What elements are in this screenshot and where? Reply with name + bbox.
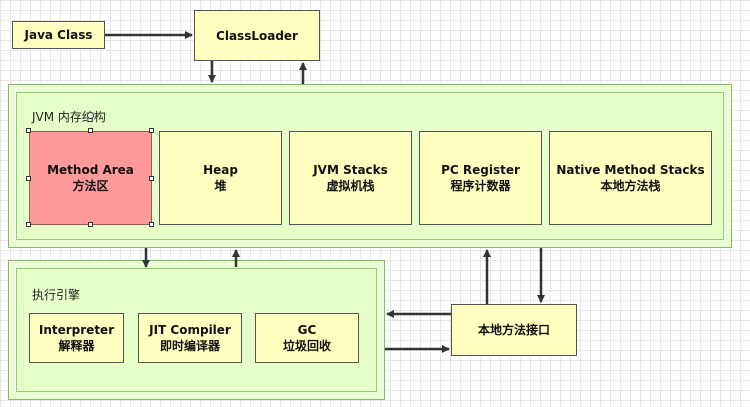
native-method-stacks-en: Native Method Stacks <box>556 163 705 177</box>
native-interface-box[interactable]: 本地方法接口 <box>451 304 577 356</box>
jvm-stacks-en: JVM Stacks <box>313 163 388 177</box>
pc-register-zh: 程序计数器 <box>450 179 511 193</box>
heap-zh: 堆 <box>214 179 227 193</box>
resize-handle-tl[interactable] <box>26 128 31 133</box>
jit-compiler-zh: 即时编译器 <box>159 339 220 353</box>
resize-handle-bm[interactable] <box>88 222 93 227</box>
method-area-box[interactable]: Method Area 方法区 <box>29 131 152 225</box>
resize-handle-mr[interactable] <box>149 176 154 181</box>
resize-handle-tm[interactable] <box>88 128 93 133</box>
java-class-box[interactable]: Java Class <box>12 21 105 49</box>
jvm-stacks-box[interactable]: JVM Stacks 虚拟机栈 <box>289 131 412 225</box>
gc-en: GC <box>297 323 317 337</box>
heap-en: Heap <box>203 163 238 177</box>
jit-compiler-box[interactable]: JIT Compiler 即时编译器 <box>138 313 242 363</box>
java-class-label: Java Class <box>24 28 93 42</box>
classloader-box[interactable]: ClassLoader <box>194 10 320 61</box>
pc-register-box[interactable]: PC Register 程序计数器 <box>419 131 542 225</box>
method-area-zh: 方法区 <box>72 179 109 193</box>
gc-box[interactable]: GC 垃圾回收 <box>255 313 359 363</box>
classloader-label: ClassLoader <box>216 28 298 43</box>
native-interface-label: 本地方法接口 <box>477 323 550 337</box>
resize-handle-tr[interactable] <box>149 128 154 133</box>
pc-register-en: PC Register <box>441 163 520 177</box>
method-area-en: Method Area <box>47 163 134 177</box>
jit-compiler-en: JIT Compiler <box>149 323 231 337</box>
jvm-stacks-zh: 虚拟机栈 <box>326 179 375 193</box>
resize-handle-br[interactable] <box>149 222 154 227</box>
interpreter-zh: 解释器 <box>58 339 95 353</box>
native-method-stacks-zh: 本地方法栈 <box>600 179 661 193</box>
execution-engine-title: 执行引擎 <box>32 288 81 302</box>
resize-handle-ml[interactable] <box>26 176 31 181</box>
native-method-stacks-box[interactable]: Native Method Stacks 本地方法栈 <box>549 131 712 225</box>
rotate-handle[interactable] <box>87 112 94 119</box>
heap-box[interactable]: Heap 堆 <box>159 131 282 225</box>
interpreter-box[interactable]: Interpreter 解释器 <box>29 313 124 363</box>
gc-zh: 垃圾回收 <box>282 339 331 353</box>
interpreter-en: Interpreter <box>38 323 115 337</box>
resize-handle-bl[interactable] <box>26 222 31 227</box>
